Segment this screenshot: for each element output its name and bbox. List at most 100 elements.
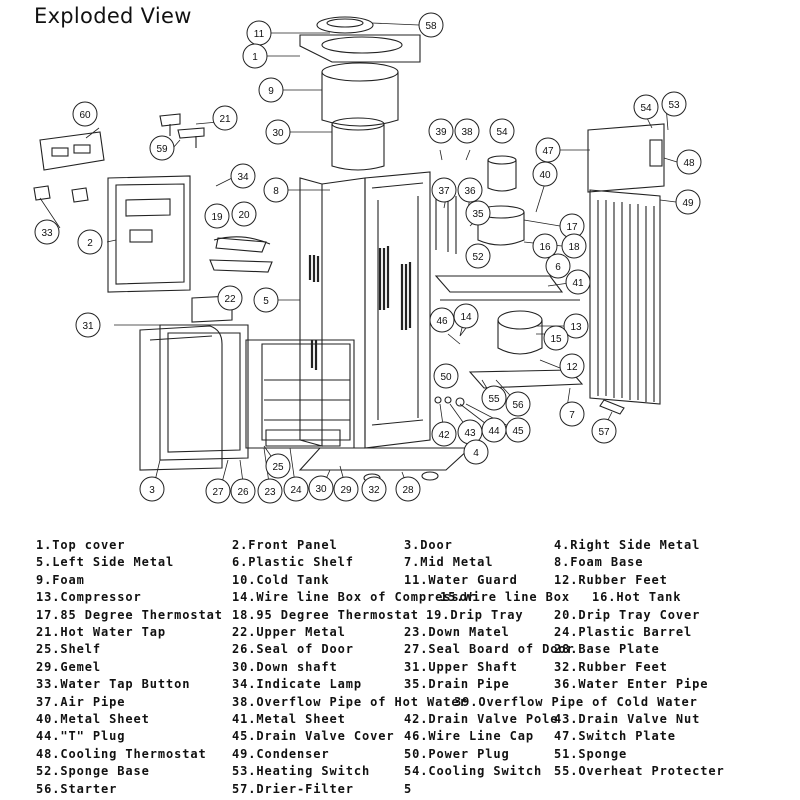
svg-text:13: 13 <box>570 322 582 333</box>
callout-15: 15 <box>543 325 569 351</box>
door-part <box>139 325 223 471</box>
callout-6: 6 <box>545 253 571 279</box>
callout-46: 46 <box>429 307 455 333</box>
svg-text:60: 60 <box>79 110 91 121</box>
legend-item: 41.Metal Sheet <box>232 712 346 726</box>
legend-item: 25.Shelf <box>36 642 101 657</box>
svg-text:11: 11 <box>254 29 265 40</box>
callout-19: 19 <box>204 203 230 229</box>
svg-text:38: 38 <box>461 127 473 138</box>
legend-item: 45.Drain Valve Cover <box>232 729 395 744</box>
svg-text:45: 45 <box>512 426 524 437</box>
callout-24: 24 <box>283 476 309 502</box>
svg-text:59: 59 <box>156 144 168 155</box>
legend-item: 57.Drier-Filter <box>232 781 354 796</box>
callout-25: 25 <box>265 453 291 479</box>
legend-item: 16.Hot Tank <box>592 590 682 605</box>
callout-52: 52 <box>465 243 491 269</box>
callout-8: 8 <box>263 177 289 203</box>
legend-item: 48.Cooling Thermostat <box>36 746 207 761</box>
legend-item: 11.Water Guard <box>404 572 518 587</box>
legend-item: 43.Drain Valve Nut <box>554 712 701 726</box>
display-panel-part <box>39 131 105 171</box>
callout-33: 33 <box>34 219 60 245</box>
legend-item: 27.Seal Board of Door <box>404 642 575 657</box>
callout-28: 28 <box>395 476 421 502</box>
legend-item: 6.Plastic Shelf <box>232 555 354 570</box>
svg-text:7: 7 <box>569 410 575 421</box>
callout-4: 4 <box>463 439 489 465</box>
svg-text:41: 41 <box>572 278 584 289</box>
legend-item: 20.Drip Tray Cover <box>554 607 701 622</box>
callout-37: 37 <box>431 177 457 203</box>
svg-text:57: 57 <box>598 427 610 438</box>
legend-item: 3.Door <box>404 538 453 552</box>
svg-text:5: 5 <box>263 296 269 307</box>
legend-item: 38.Overflow Pipe of Hot Water <box>232 694 468 709</box>
legend-item: 49.Condenser <box>232 746 330 761</box>
legend-item: 46.Wire Line Cap <box>404 729 534 744</box>
legend-item: 53.Heating Switch <box>232 764 371 779</box>
legend-item: 30.Down shaft <box>232 659 338 674</box>
legend-row: 25.Shelf 26.Seal of Door 27.Seal Board of … <box>36 642 796 659</box>
legend-item: 36.Water Enter Pipe <box>554 677 709 692</box>
callout-16: 16 <box>532 233 558 259</box>
svg-text:54: 54 <box>640 103 652 114</box>
cold-tank-part <box>331 117 385 171</box>
callout-42: 42 <box>431 421 457 447</box>
callout-45: 45 <box>505 417 531 443</box>
legend-item: 55.Overheat Protecter <box>554 764 725 779</box>
callout-30b: 30 <box>308 475 334 501</box>
callout-26: 26 <box>230 478 256 504</box>
drip-tray-part <box>209 236 273 273</box>
svg-text:16: 16 <box>539 242 551 253</box>
legend-item: 50.Power Plug <box>404 746 510 761</box>
plastic-shelf-part <box>434 275 580 301</box>
callout-27: 27 <box>205 478 231 504</box>
callout-14: 14 <box>453 303 479 329</box>
switch-plate-part <box>587 123 665 193</box>
legend-item: 8.Foam Base <box>554 555 644 570</box>
callout-57: 57 <box>591 418 617 444</box>
callout-13: 13 <box>563 313 589 339</box>
legend-item: 28.Base Plate <box>554 642 660 657</box>
legend-item: 26.Seal of Door <box>232 642 354 657</box>
callout-23: 23 <box>257 478 283 504</box>
legend-item: 31.Upper Shaft <box>404 659 518 674</box>
callout-39: 39 <box>428 118 454 144</box>
callout-29: 29 <box>333 476 359 502</box>
callout-38: 38 <box>454 118 480 144</box>
legend-item: 9.Foam <box>36 572 85 587</box>
svg-text:50: 50 <box>440 372 452 383</box>
svg-text:48: 48 <box>683 158 695 169</box>
legend-item: 21.Hot Water Tap <box>36 625 166 639</box>
callout-22: 22 <box>217 285 243 311</box>
callout-53: 53 <box>661 91 687 117</box>
legend-item: 23.Down Matel <box>404 625 510 639</box>
callout-17: 17 <box>559 213 585 239</box>
callout-9: 9 <box>258 77 284 103</box>
legend-item: 14.Wire line Box of Compressor <box>232 590 476 605</box>
svg-text:49: 49 <box>682 198 694 209</box>
svg-text:37: 37 <box>438 186 450 197</box>
callout-12: 12 <box>559 353 585 379</box>
callout-47: 47 <box>535 137 561 163</box>
svg-text:22: 22 <box>224 294 236 305</box>
callout-35: 35 <box>465 200 491 226</box>
legend-item: 2.Front Panel <box>232 538 338 552</box>
legend-item: 18.95 Degree Thermostat <box>232 607 419 622</box>
legend-item: 10.Cold Tank <box>232 572 330 587</box>
legend-item: 29.Gemel <box>36 659 101 674</box>
svg-text:47: 47 <box>542 146 554 157</box>
callout-34: 34 <box>230 163 256 189</box>
svg-text:2: 2 <box>87 238 93 249</box>
compressor-part <box>497 310 543 355</box>
callout-20: 20 <box>231 201 257 227</box>
